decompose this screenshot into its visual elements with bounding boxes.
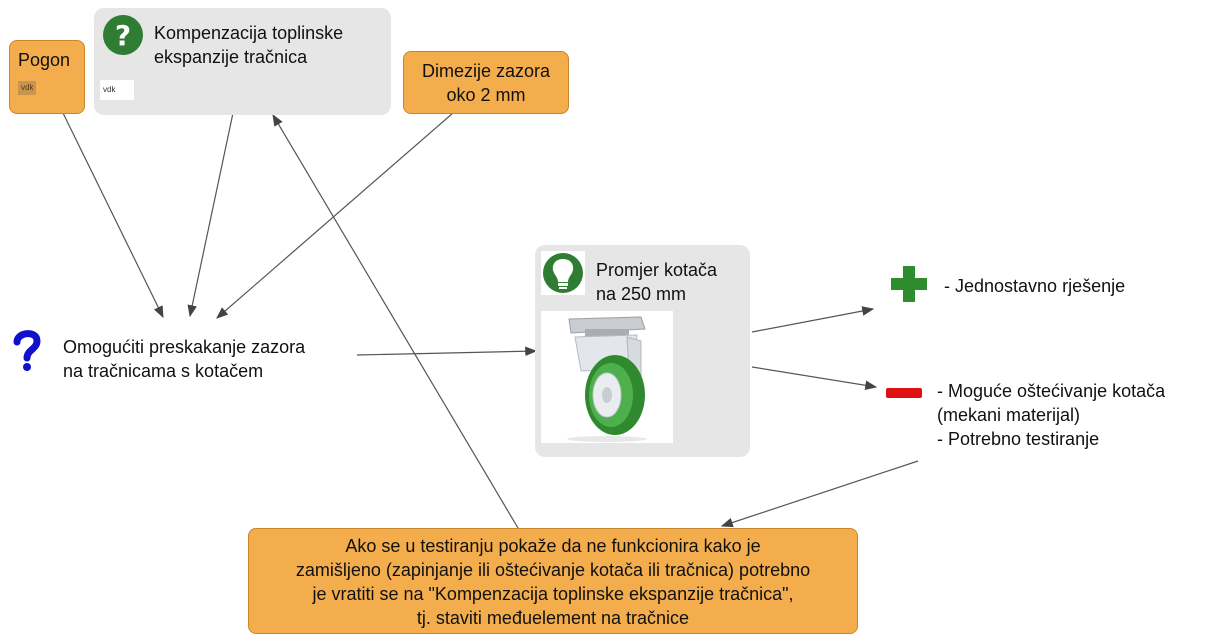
idea-label-line1: Promjer kotača (596, 260, 718, 280)
note-line4: tj. staviti međuelement na tračnice (416, 608, 690, 628)
pro-label: - Jednostavno rješenje (944, 276, 1126, 296)
question-circle-icon: ? (103, 15, 143, 55)
pogon-label: Pogon (18, 50, 71, 70)
kompenzacija-node[interactable]: ? Kompenzacija toplinske ekspanzije trač… (94, 8, 391, 115)
edge-idea-to-pro (751, 306, 875, 333)
dimenzije-label-line2: oko 2 mm (446, 85, 526, 105)
edge-note-to-kompenzacija (272, 113, 519, 529)
note-line1: Ako se u testiranju pokaže da ne funkcio… (345, 536, 761, 556)
edge-kompenzacija-to-question (187, 112, 234, 318)
plus-icon (891, 266, 927, 302)
dimenzije-node[interactable]: Dimezije zazora oko 2 mm (403, 51, 569, 114)
con-line2: (mekani materijal) (937, 405, 1081, 425)
note-line2: zamišljeno (zapinjanje ili oštećivanje k… (295, 560, 811, 580)
minus-icon (886, 388, 922, 398)
edge-con-to-note (720, 460, 919, 528)
kompenzacija-tag: vdk (100, 80, 134, 100)
dimenzije-label-line1: Dimezije zazora (421, 61, 551, 81)
kompenzacija-label-line2: ekspanzije tračnica (154, 47, 308, 67)
edge-question-to-idea (356, 346, 538, 357)
edge-pogon-to-question (62, 112, 164, 319)
kompenzacija-label-line1: Kompenzacija toplinske (154, 23, 344, 43)
note-node[interactable]: Ako se u testiranju pokaže da ne funkcio… (248, 528, 858, 634)
caster-wheel-image (541, 311, 673, 443)
idea-label-line2: na 250 mm (596, 284, 687, 304)
note-line3: je vratiti se na "Kompenzacija toplinske… (312, 584, 794, 604)
lightbulb-icon (541, 251, 585, 295)
idea-node[interactable]: Promjer kotača na 250 mm (535, 245, 750, 457)
question-label-line2: na tračnicama s kotačem (63, 361, 264, 381)
svg-text:?: ? (115, 19, 131, 52)
con-line3: - Potrebno testiranje (937, 429, 1100, 449)
con-line1: - Moguće oštećivanje kotača (937, 381, 1166, 401)
question-node[interactable]: Omogućiti preskakanje zazora na tračnica… (5, 326, 355, 386)
edge-idea-to-con (751, 366, 878, 391)
pogon-tag: vdk (18, 81, 37, 95)
pogon-node[interactable]: Pogon vdk (9, 40, 85, 114)
question-mark-icon (13, 330, 41, 371)
question-label-line1: Omogućiti preskakanje zazora (63, 337, 306, 357)
edge-dimenzije-to-question (216, 112, 454, 319)
